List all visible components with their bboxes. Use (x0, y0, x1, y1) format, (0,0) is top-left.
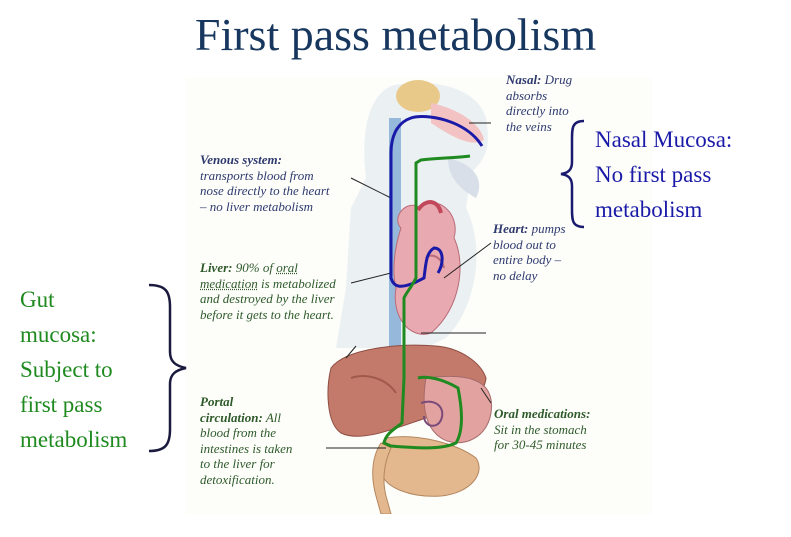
pointer-line (350, 272, 392, 284)
portal-caption: Portal circulation: All blood from the i… (200, 394, 293, 487)
stomach-illustration (423, 375, 493, 444)
nasal-brace-icon (560, 119, 585, 229)
nasal-caption: Nasal: Drug absorbs directly into the ve… (506, 72, 573, 134)
nasal-mucosa-note: Nasal Mucosa: No first pass metabolism (595, 127, 733, 222)
pointer-line (443, 242, 492, 279)
venous-caption: Venous system: transports blood from nos… (200, 152, 330, 214)
oral-caption: Oral medications: Sit in the stomach for… (494, 406, 591, 452)
gut-brace-icon (148, 283, 187, 453)
page-title: First pass metabolism (194, 9, 597, 60)
brain-illustration (396, 80, 440, 112)
pointer-line (345, 345, 357, 359)
gut-route-line (382, 154, 471, 450)
heart-caption: Heart: pumps blood out to entire body – … (493, 221, 566, 283)
pointer-line (350, 177, 392, 199)
anatomy-figure: Nasal: Drug absorbs directly into the ve… (186, 72, 652, 514)
nasal-route-line (389, 114, 484, 288)
gut-mucosa-note: Gut mucosa: Subject to first pass metabo… (20, 287, 128, 452)
pointer-line (480, 387, 492, 404)
anatomy-illustration (326, 80, 493, 514)
liver-caption: Liver: 90% of oral medication is metabol… (200, 260, 336, 322)
